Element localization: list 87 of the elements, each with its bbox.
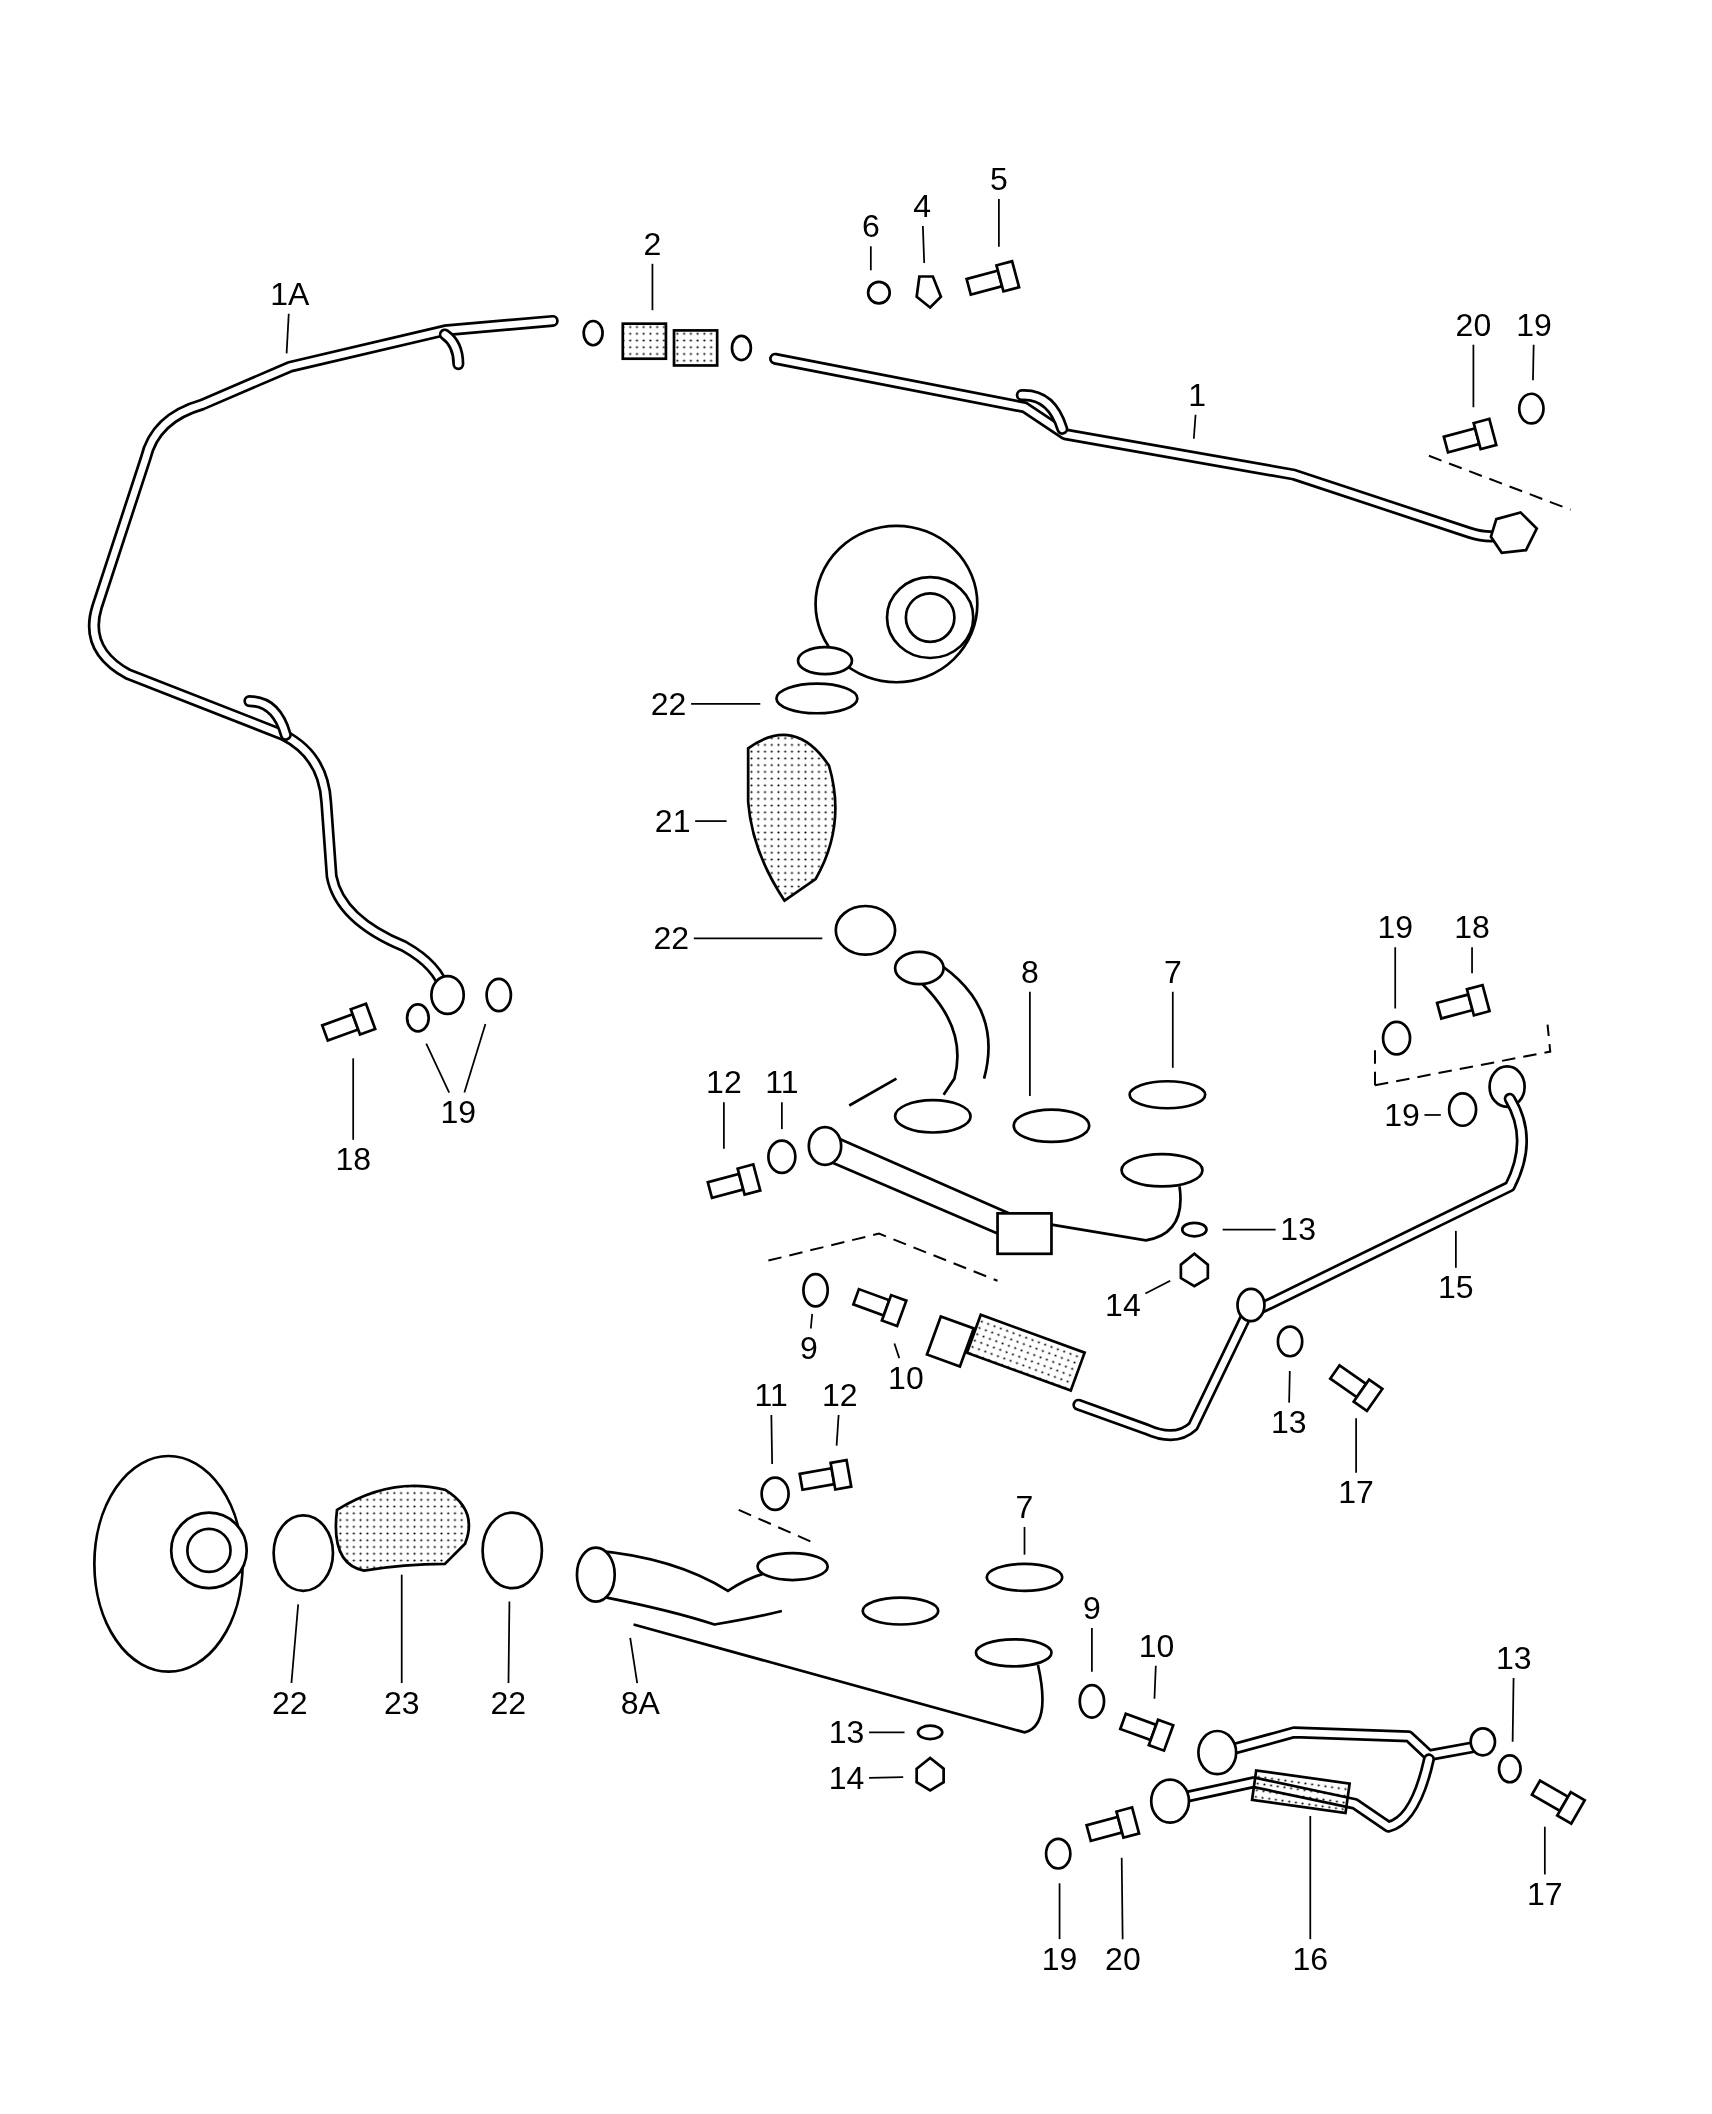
callout-number: 13 — [1278, 1212, 1318, 1247]
callout-number: 18 — [1452, 910, 1492, 945]
leader-line — [868, 1731, 906, 1734]
callout-number: 11 — [752, 1378, 790, 1413]
leader-line — [1144, 1279, 1172, 1295]
callout-number: 17 — [1525, 1876, 1565, 1911]
callout-number: 18 — [333, 1142, 373, 1177]
leader-line — [1309, 1815, 1312, 1941]
callout-number: 19 — [1375, 910, 1415, 945]
leader-line — [290, 1603, 300, 1684]
callout-number: 19 — [1514, 307, 1554, 342]
callout-number: 7 — [1161, 954, 1184, 989]
callout-number: 23 — [381, 1685, 422, 1720]
leader-line — [400, 1573, 403, 1684]
leader-line — [1029, 990, 1031, 1097]
callout-number: 9 — [1081, 1591, 1103, 1626]
leader-line — [1423, 1114, 1442, 1116]
callout-number: 13 — [826, 1715, 867, 1750]
leader-line — [1355, 1417, 1357, 1474]
leader-line — [1058, 1882, 1061, 1941]
leader-line — [781, 1101, 783, 1130]
callout-number: 17 — [1336, 1475, 1376, 1510]
leader-line — [1455, 1230, 1457, 1269]
callout-number: 7 — [1013, 1490, 1036, 1525]
leader-line — [1192, 413, 1197, 440]
callout-number: 14 — [826, 1761, 867, 1796]
callout-number: 10 — [1136, 1628, 1177, 1663]
leader-line — [1394, 946, 1397, 1010]
leader-line — [770, 1414, 774, 1465]
callout-number: 4 — [911, 189, 933, 224]
leader-line — [285, 312, 290, 355]
leader-line — [1472, 343, 1475, 409]
callout-number: 12 — [820, 1378, 860, 1413]
leader-line — [1221, 1228, 1277, 1231]
callout-number: 14 — [1103, 1287, 1143, 1322]
callout-number: 22 — [270, 1685, 310, 1720]
callout-number: 11 — [763, 1065, 801, 1100]
callout-number: 8A — [618, 1685, 662, 1720]
leader-line — [893, 1342, 901, 1360]
leader-line — [1288, 1370, 1291, 1404]
leader-line — [352, 1057, 355, 1141]
leader-line — [1153, 1664, 1157, 1700]
leader-line — [1532, 343, 1535, 382]
leader-line — [1543, 1825, 1546, 1876]
leader-line — [723, 1101, 725, 1150]
leader-line — [1511, 1677, 1515, 1743]
callout-number: 21 — [652, 803, 693, 838]
leader-line — [869, 245, 872, 272]
callout-number: 5 — [988, 162, 1010, 197]
leader-line — [922, 225, 926, 264]
leader-line — [425, 1042, 451, 1094]
leader-line — [1471, 946, 1473, 975]
callout-number: 9 — [797, 1331, 820, 1366]
callout-number: 19 — [1039, 1941, 1080, 1976]
leader-line — [835, 1414, 840, 1447]
leader-line — [1023, 1526, 1026, 1556]
leader-line — [694, 820, 728, 822]
callout-number: 22 — [651, 921, 692, 956]
leader-line — [868, 1776, 905, 1779]
leader-line — [651, 262, 654, 312]
callout-number: 1 — [1186, 377, 1208, 412]
callout-number: 15 — [1436, 1270, 1476, 1305]
leader-line — [998, 198, 1000, 248]
callout-number: 2 — [641, 227, 664, 261]
callout-number: 12 — [704, 1065, 744, 1100]
leader-line — [692, 937, 824, 940]
callout-number: 19 — [1382, 1097, 1422, 1132]
leader-line — [463, 1023, 487, 1094]
leader-line — [629, 1637, 639, 1684]
callout-number: 1A — [268, 276, 312, 311]
callout-number: 16 — [1290, 1941, 1331, 1976]
callout-number: 22 — [648, 686, 689, 721]
leader-line — [1091, 1627, 1093, 1673]
callout-number: 13 — [1268, 1405, 1309, 1440]
callout-number: 20 — [1453, 307, 1494, 342]
callout-number: 20 — [1103, 1941, 1143, 1976]
callout-number: 10 — [886, 1360, 926, 1395]
callout-number: 22 — [488, 1685, 528, 1720]
callout-number: 6 — [859, 209, 882, 244]
leader-line — [1171, 990, 1174, 1069]
leader-line — [507, 1600, 511, 1684]
leader-line — [1120, 1856, 1124, 1941]
callout-number: 8 — [1019, 954, 1041, 989]
leader-line — [690, 702, 762, 705]
callout-number: 13 — [1494, 1641, 1534, 1676]
callout-number: 19 — [438, 1095, 479, 1130]
leader-line — [809, 1313, 814, 1330]
